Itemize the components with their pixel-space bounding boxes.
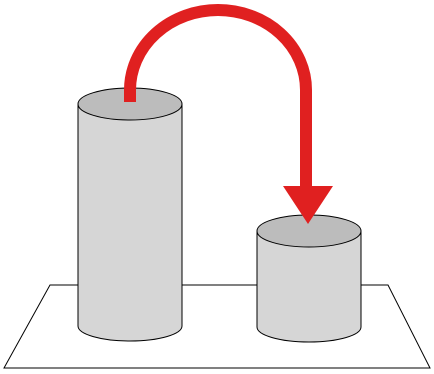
short-cylinder — [257, 215, 361, 342]
short-cylinder-body — [257, 231, 361, 342]
tall-cylinder — [78, 88, 182, 341]
platform-plane — [4, 285, 430, 368]
tall-cylinder-body — [78, 104, 182, 341]
